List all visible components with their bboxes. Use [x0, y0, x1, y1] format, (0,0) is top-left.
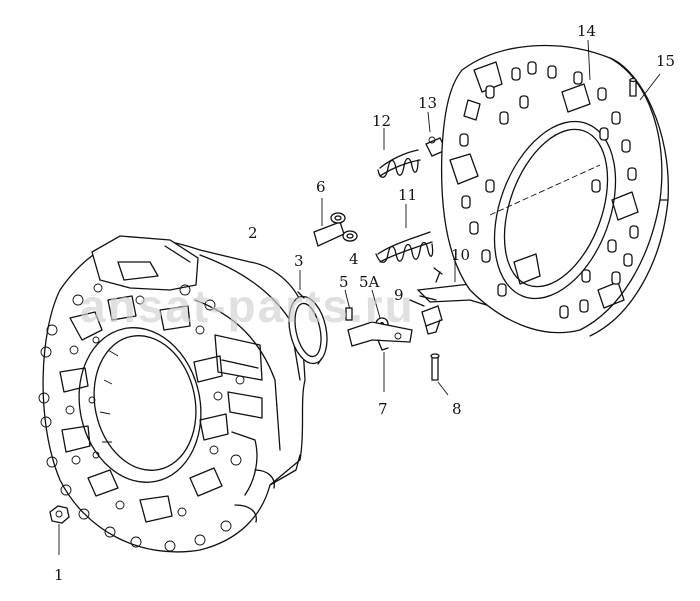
part-11-pressure-spring: [375, 204, 434, 263]
callout-1: 1: [54, 566, 64, 584]
callout-13: 13: [418, 94, 437, 112]
callout-5: 5: [339, 273, 349, 291]
callout-15: 15: [656, 52, 675, 70]
callout-3: 3: [294, 252, 304, 270]
callout-10: 10: [451, 246, 470, 264]
housing-holes: [38, 283, 245, 552]
part-1-nut: [49, 505, 70, 555]
part-9-eye-bolt: [409, 299, 443, 335]
callout-labels: 1 2 3 4 5 5A 6 7 8 9 10 11 12 13 14 15: [54, 22, 675, 584]
part-15-dowel-pin: [629, 73, 661, 101]
pressure-plate-lugs: [449, 61, 639, 309]
callout-7: 7: [378, 400, 388, 418]
callout-6: 6: [316, 178, 326, 196]
clutch-cover-housing: [38, 235, 306, 553]
part-8-pin: [430, 353, 449, 396]
callout-4: 4: [349, 250, 359, 268]
callout-2: 2: [248, 224, 258, 242]
part-5-pin: [344, 289, 353, 321]
callout-11: 11: [398, 186, 417, 204]
part-7-release-lever: [347, 321, 413, 392]
part-12-small-spring: [377, 128, 421, 178]
callout-14: 14: [577, 22, 596, 40]
watermark: ansat-parts.ru: [80, 280, 415, 332]
pressure-plate-studs: [459, 61, 639, 319]
callout-5a: 5A: [359, 273, 380, 291]
callout-8: 8: [452, 400, 462, 418]
callout-12: 12: [372, 112, 391, 130]
part-14-pressure-plate: [440, 39, 669, 337]
part-3-snap-ring: [288, 270, 328, 365]
part-6-spring-clip: [313, 198, 358, 247]
callout-9: 9: [394, 286, 404, 304]
